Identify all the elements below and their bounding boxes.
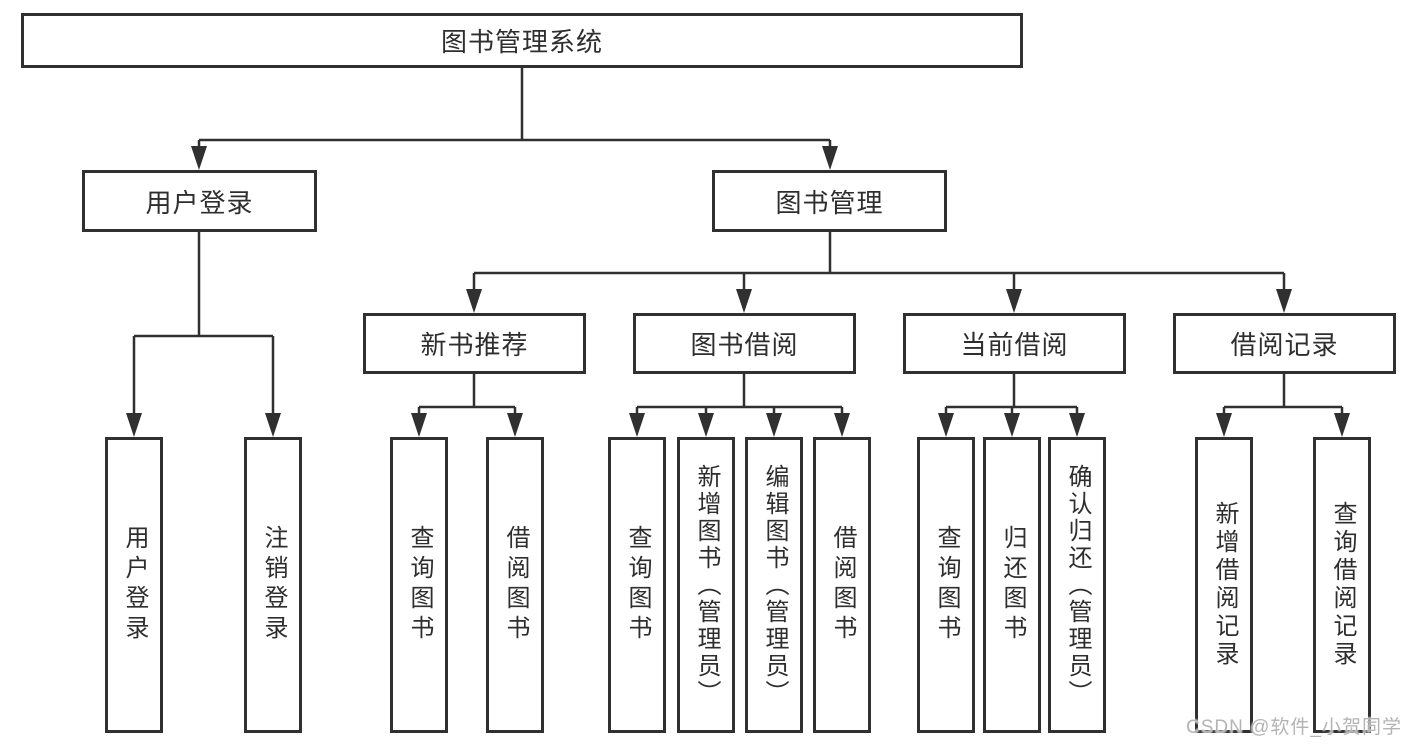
leaf-nb-borrow-books: 借阅图书 bbox=[486, 437, 544, 733]
leaf-cb-return-books: 归还图书 bbox=[983, 437, 1041, 733]
leaf-nb-query-books: 查询图书 bbox=[390, 437, 448, 733]
arrow-down-icon bbox=[411, 413, 427, 437]
arrow-down-icon bbox=[507, 413, 523, 437]
node-user-login: 用户登录 bbox=[82, 170, 317, 232]
node-new-book-recommend: 新书推荐 bbox=[363, 313, 586, 374]
arrow-down-icon bbox=[698, 413, 714, 437]
leaf-bb-query-books: 查询图书 bbox=[608, 437, 666, 733]
leaf-logout: 注销登录 bbox=[244, 437, 302, 733]
arrow-down-icon bbox=[766, 413, 782, 437]
arrow-down-icon bbox=[629, 413, 645, 437]
node-borrowing-records: 借阅记录 bbox=[1173, 313, 1396, 374]
arrow-down-icon bbox=[1069, 413, 1085, 437]
arrow-down-icon bbox=[736, 289, 752, 313]
arrow-down-icon bbox=[822, 146, 838, 170]
leaf-br-add-record: 新增借阅记录 bbox=[1195, 437, 1253, 733]
leaf-bb-edit-books-admin: 编辑图书（管理员） bbox=[745, 437, 803, 733]
leaf-cb-query-books: 查询图书 bbox=[917, 437, 975, 733]
leaf-bb-borrow-books: 借阅图书 bbox=[813, 437, 871, 733]
leaf-cb-confirm-return-admin: 确认归还（管理员） bbox=[1048, 437, 1106, 733]
node-library-management-system: 图书管理系统 bbox=[21, 13, 1023, 68]
node-book-borrowing: 图书借阅 bbox=[633, 313, 856, 374]
node-current-borrowing: 当前借阅 bbox=[903, 313, 1126, 374]
arrow-down-icon bbox=[191, 146, 207, 170]
arrow-down-icon bbox=[1004, 413, 1020, 437]
arrow-down-icon bbox=[265, 413, 281, 437]
arrow-down-icon bbox=[1276, 289, 1292, 313]
arrow-down-icon bbox=[1334, 413, 1350, 437]
leaf-bb-add-books-admin: 新增图书（管理员） bbox=[677, 437, 735, 733]
arrow-down-icon bbox=[834, 413, 850, 437]
csdn-watermark: CSDN @软件_小贺同学 bbox=[1186, 717, 1402, 738]
arrow-down-icon bbox=[1216, 413, 1232, 437]
arrow-down-icon bbox=[938, 413, 954, 437]
arrow-down-icon bbox=[126, 413, 142, 437]
node-book-management: 图书管理 bbox=[712, 170, 947, 232]
arrow-down-icon bbox=[466, 289, 482, 313]
leaf-user-login: 用户登录 bbox=[105, 437, 163, 733]
arrow-down-icon bbox=[1006, 289, 1022, 313]
leaf-br-query-record: 查询借阅记录 bbox=[1313, 437, 1371, 733]
